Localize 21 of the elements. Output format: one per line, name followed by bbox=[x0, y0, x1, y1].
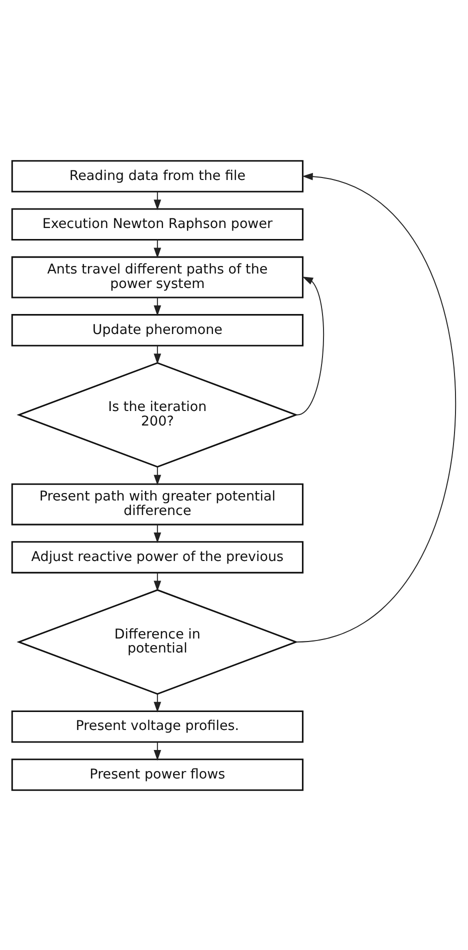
arrow bbox=[154, 238, 162, 258]
arrow bbox=[154, 466, 162, 485]
arrow bbox=[154, 296, 162, 316]
node-diamond: Difference in potential bbox=[16, 588, 298, 694]
node-box: Update pheromone bbox=[11, 314, 304, 346]
node-box: Reading data from the file bbox=[11, 160, 304, 192]
node-diamond: Is the iteration 200? bbox=[16, 362, 298, 468]
node-box: Present voltage profiles. bbox=[11, 710, 304, 742]
arrow bbox=[296, 276, 324, 415]
arrow bbox=[154, 524, 162, 543]
arrow bbox=[154, 190, 162, 210]
arrow bbox=[154, 741, 162, 760]
node-box: Present power flows bbox=[11, 758, 304, 790]
arrow bbox=[296, 172, 456, 642]
arrow bbox=[154, 344, 162, 364]
node-box: Ants travel different paths of the power system bbox=[11, 256, 304, 298]
node-box: Execution Newton Raphson power bbox=[11, 208, 304, 240]
node-box: Adjust reactive power of the previous bbox=[11, 540, 304, 573]
arrow bbox=[154, 693, 162, 712]
node-box: Present path with greater potential difference bbox=[11, 482, 304, 525]
arrow bbox=[154, 572, 162, 591]
